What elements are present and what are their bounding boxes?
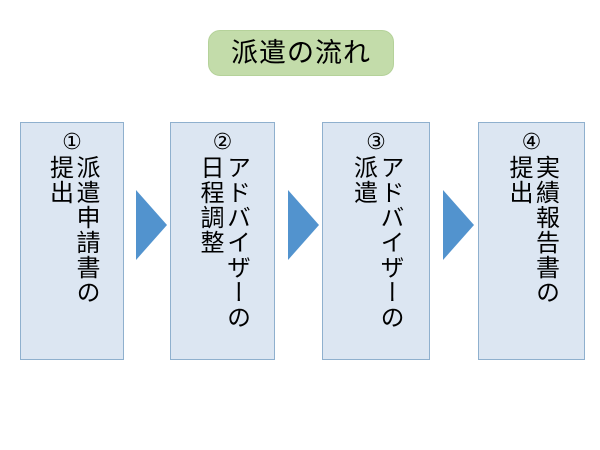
- step-content-4: ④ 実績報告書の 提出: [479, 123, 584, 359]
- step-text-secondary-1: 提出: [45, 155, 73, 205]
- step-content-3: ③ アドバイザーの 派遣: [323, 123, 429, 359]
- diagram-title-text: 派遣の流れ: [231, 37, 371, 68]
- step-text-main-3: アドバイザーの: [375, 155, 403, 330]
- step-text-main-4: 実績報告書の: [531, 155, 559, 305]
- arrow-step3-to-step4: [443, 190, 474, 260]
- step-box-2: ② アドバイザーの 日程調整: [170, 122, 275, 360]
- step-number-4: ④: [521, 129, 542, 154]
- step-text-main-1: 派遣申請書の: [71, 155, 99, 305]
- step-number-3: ③: [366, 129, 386, 154]
- step-number-1: ①: [62, 129, 82, 154]
- diagram-title-box: 派遣の流れ: [208, 30, 394, 76]
- step-text-columns-1: 派遣申請書の 提出: [21, 155, 123, 359]
- arrow-step2-to-step3: [288, 190, 319, 260]
- step-text-columns-4: 実績報告書の 提出: [479, 155, 584, 359]
- step-text-secondary-3: 派遣: [349, 155, 377, 205]
- step-text-main-2: アドバイザーの: [222, 155, 250, 330]
- step-text-columns-3: アドバイザーの 派遣: [323, 155, 429, 359]
- step-box-1: ① 派遣申請書の 提出: [20, 122, 124, 360]
- arrow-step1-to-step2: [136, 190, 167, 260]
- step-text-columns-2: アドバイザーの 日程調整: [171, 155, 274, 359]
- step-content-2: ② アドバイザーの 日程調整: [171, 123, 274, 359]
- step-box-4: ④ 実績報告書の 提出: [478, 122, 585, 360]
- step-text-secondary-4: 提出: [505, 155, 532, 205]
- step-content-1: ① 派遣申請書の 提出: [21, 123, 123, 359]
- step-number-2: ②: [212, 129, 233, 154]
- step-text-secondary-2: 日程調整: [196, 155, 223, 255]
- step-box-3: ③ アドバイザーの 派遣: [322, 122, 430, 360]
